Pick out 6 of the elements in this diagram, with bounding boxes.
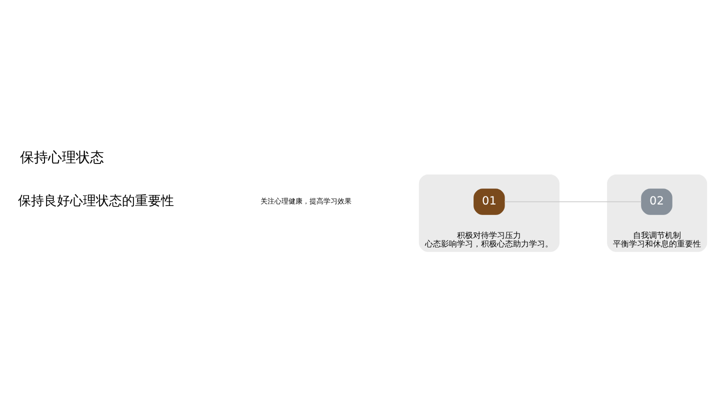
label: 保持良好心理状态的重要性 bbox=[18, 193, 174, 208]
node-box: 01 bbox=[474, 188, 505, 214]
label: 关注心理健康，提高学习效果 bbox=[260, 196, 352, 206]
node-box: 02 bbox=[641, 188, 672, 214]
connector bbox=[504, 200, 642, 202]
diagram-title: 保持心理状态 bbox=[20, 150, 104, 166]
